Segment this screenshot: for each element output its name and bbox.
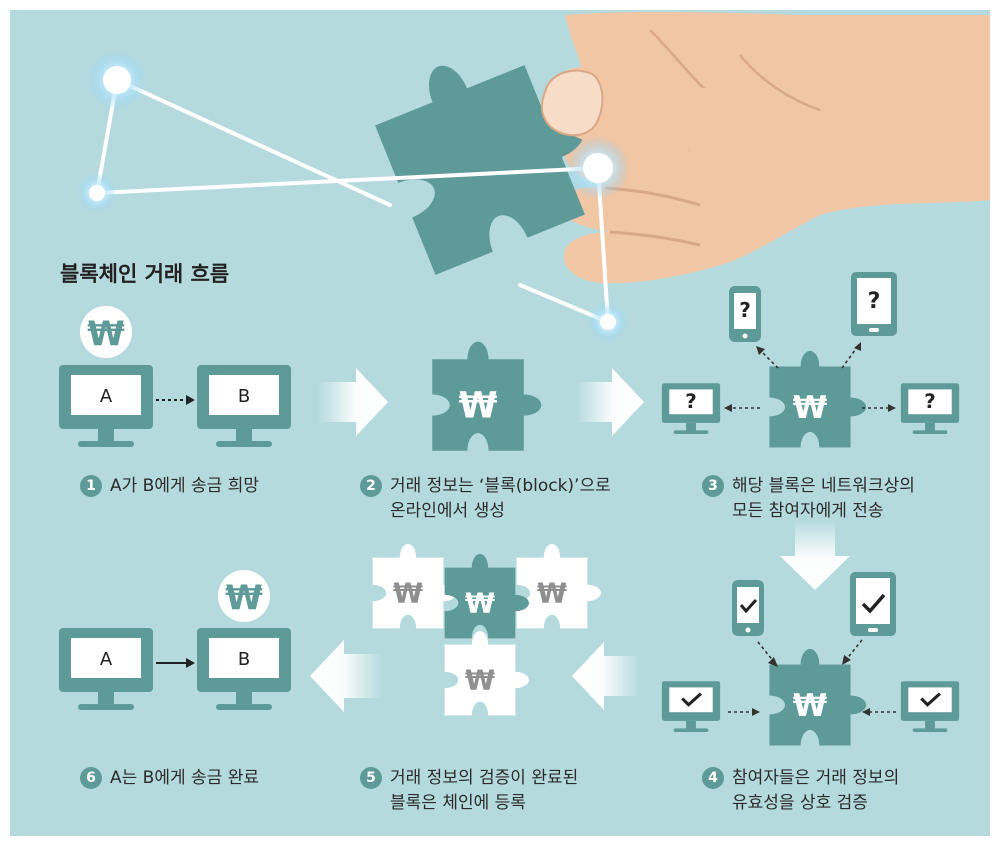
svg-text:B: B [238,649,250,670]
step-number: 5 [360,767,382,789]
step6-solid-arrow [156,658,195,668]
step6-monitor-b: B [197,628,291,710]
arrow-icon [780,520,850,590]
step1-monitor-a: A [59,365,153,447]
arrow-icon [576,368,644,436]
won-icon: ₩ [793,688,827,724]
won-icon: ₩ [393,579,423,610]
step4-tablet [850,572,896,636]
won-icon: ₩ [465,589,495,620]
step1-dotted-arrow [156,395,195,405]
step3-monitor-right: ? [900,383,960,435]
step3-dotted-arrows [730,345,890,409]
step3-arrowheads [724,342,896,412]
step3-tablet: ? [851,272,897,336]
step1-won-badge: ₩ [80,306,132,358]
thumb [541,66,790,160]
won-icon: ₩ [225,578,263,618]
svg-text:B: B [238,386,250,407]
step4-phone [732,580,764,636]
chain-block-new: ₩ [444,554,529,639]
check-icon [681,692,702,707]
step-number: 3 [702,475,724,497]
arrow-icon [318,368,388,436]
step3-monitor-left: ? [661,383,721,435]
won-icon: ₩ [465,666,495,697]
step-number: 6 [80,767,102,789]
network-nodes [77,50,630,342]
check-icon [861,593,886,614]
step-number: 1 [80,475,102,497]
step6-monitor-a: A [59,628,153,710]
step3-phone: ? [729,286,761,342]
svg-text:A: A [100,386,113,407]
step1-monitor-b: B [197,365,291,447]
check-icon [739,598,758,614]
arrow-icon [572,642,640,710]
step4-monitor-left [661,681,721,733]
won-icon: ₩ [87,314,125,354]
step4-block-puzzle: ₩ [769,648,867,746]
won-icon: ₩ [537,579,567,610]
question-icon: ? [739,298,751,322]
svg-text:A: A [100,649,113,670]
page-title: 블록체인 거래 흐름 [60,262,230,286]
step-number: 4 [702,767,724,789]
step-number: 2 [360,475,382,497]
step4-monitor-right [900,681,960,733]
check-icon [920,692,941,707]
chain-block: ₩ [372,544,457,629]
step4-dotted-arrows [728,639,896,713]
question-icon: ? [685,390,697,413]
won-icon: ₩ [793,390,827,426]
step4-arrowheads [752,655,870,716]
step6-won-badge: ₩ [218,570,270,622]
step3-block-puzzle: ₩ [769,350,867,448]
step2-block-puzzle: ₩ [432,341,542,451]
won-icon: ₩ [459,385,498,426]
arrow-icon [310,640,382,712]
chain-block: ₩ [516,544,601,629]
chain-block: ₩ [444,631,529,716]
question-icon: ? [868,289,881,314]
step5-chain: ₩ ₩ ₩ ₩ [372,544,601,716]
question-icon: ? [924,390,936,413]
